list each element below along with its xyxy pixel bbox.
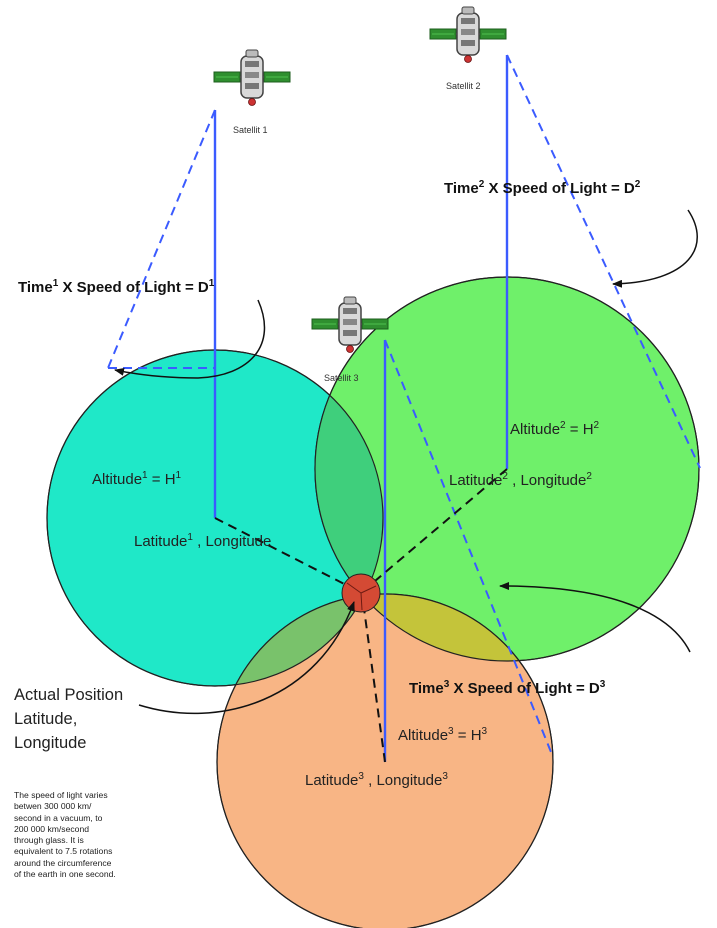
note-line: equivalent to 7.5 rotations bbox=[14, 846, 113, 857]
actual-position-marker bbox=[341, 573, 381, 613]
satellite-2-label: Satellit 2 bbox=[446, 81, 481, 91]
arrow-eq2 bbox=[612, 209, 698, 288]
note-line: through glass. It is bbox=[14, 835, 84, 846]
note-line: of the earth in one second. bbox=[14, 869, 116, 880]
satellite-1-icon bbox=[213, 49, 291, 107]
radius-line-2 bbox=[361, 468, 508, 593]
distance-lines bbox=[107, 54, 701, 753]
altitude-lines bbox=[213, 55, 509, 762]
equation-1: Time1 X Speed of Light = D1 bbox=[18, 278, 215, 296]
note-line: around the circumference bbox=[14, 857, 112, 868]
distance-line-2 bbox=[506, 54, 701, 469]
pointer-arrows bbox=[114, 209, 698, 715]
latlon-2-label: Latitude2 , Longitude2 bbox=[449, 471, 592, 489]
equation-2: Time2 X Speed of Light = D2 bbox=[444, 179, 641, 197]
note-line: second in a vacuum, to bbox=[14, 812, 103, 823]
altitude-1-label: Altitude1 = H1 bbox=[92, 470, 182, 488]
actual-position-label: Actual Position Latitude, Longitude bbox=[14, 683, 123, 755]
note-line: 200 000 km/second bbox=[14, 823, 90, 834]
radius-lines bbox=[214, 468, 508, 763]
distance-line-1a bbox=[107, 109, 216, 369]
satellite-2-icon bbox=[429, 6, 507, 64]
arrow-eq1 bbox=[114, 299, 266, 379]
latlon-3-label: Latitude3 , Longitude3 bbox=[305, 771, 448, 789]
radius-line-1 bbox=[214, 517, 361, 593]
speed-of-light-note: The speed of light varies betwen 300 000… bbox=[14, 790, 134, 880]
altitude-3-label: Altitude3 = H3 bbox=[398, 726, 488, 744]
actual-position-line-3: Longitude bbox=[14, 734, 87, 752]
latlon-1-label: Latitude1 , Longitude bbox=[134, 532, 271, 550]
note-line: betwen 300 000 km/ bbox=[14, 801, 92, 812]
equation-3: Time3 X Speed of Light = D3 bbox=[409, 679, 606, 697]
arrow-eq3 bbox=[499, 582, 691, 653]
satellite-1-label: Satellit 1 bbox=[233, 125, 268, 135]
radius-line-3 bbox=[361, 593, 386, 763]
actual-position-line-1: Actual Position bbox=[14, 686, 124, 704]
satellite-3-label: Satellit 3 bbox=[324, 373, 359, 383]
note-line: The speed of light varies bbox=[14, 790, 108, 800]
actual-position-line-2: Latitude, bbox=[14, 710, 78, 728]
arrow-actual-position bbox=[138, 601, 355, 715]
altitude-2-label: Altitude2 = H2 bbox=[510, 420, 600, 438]
